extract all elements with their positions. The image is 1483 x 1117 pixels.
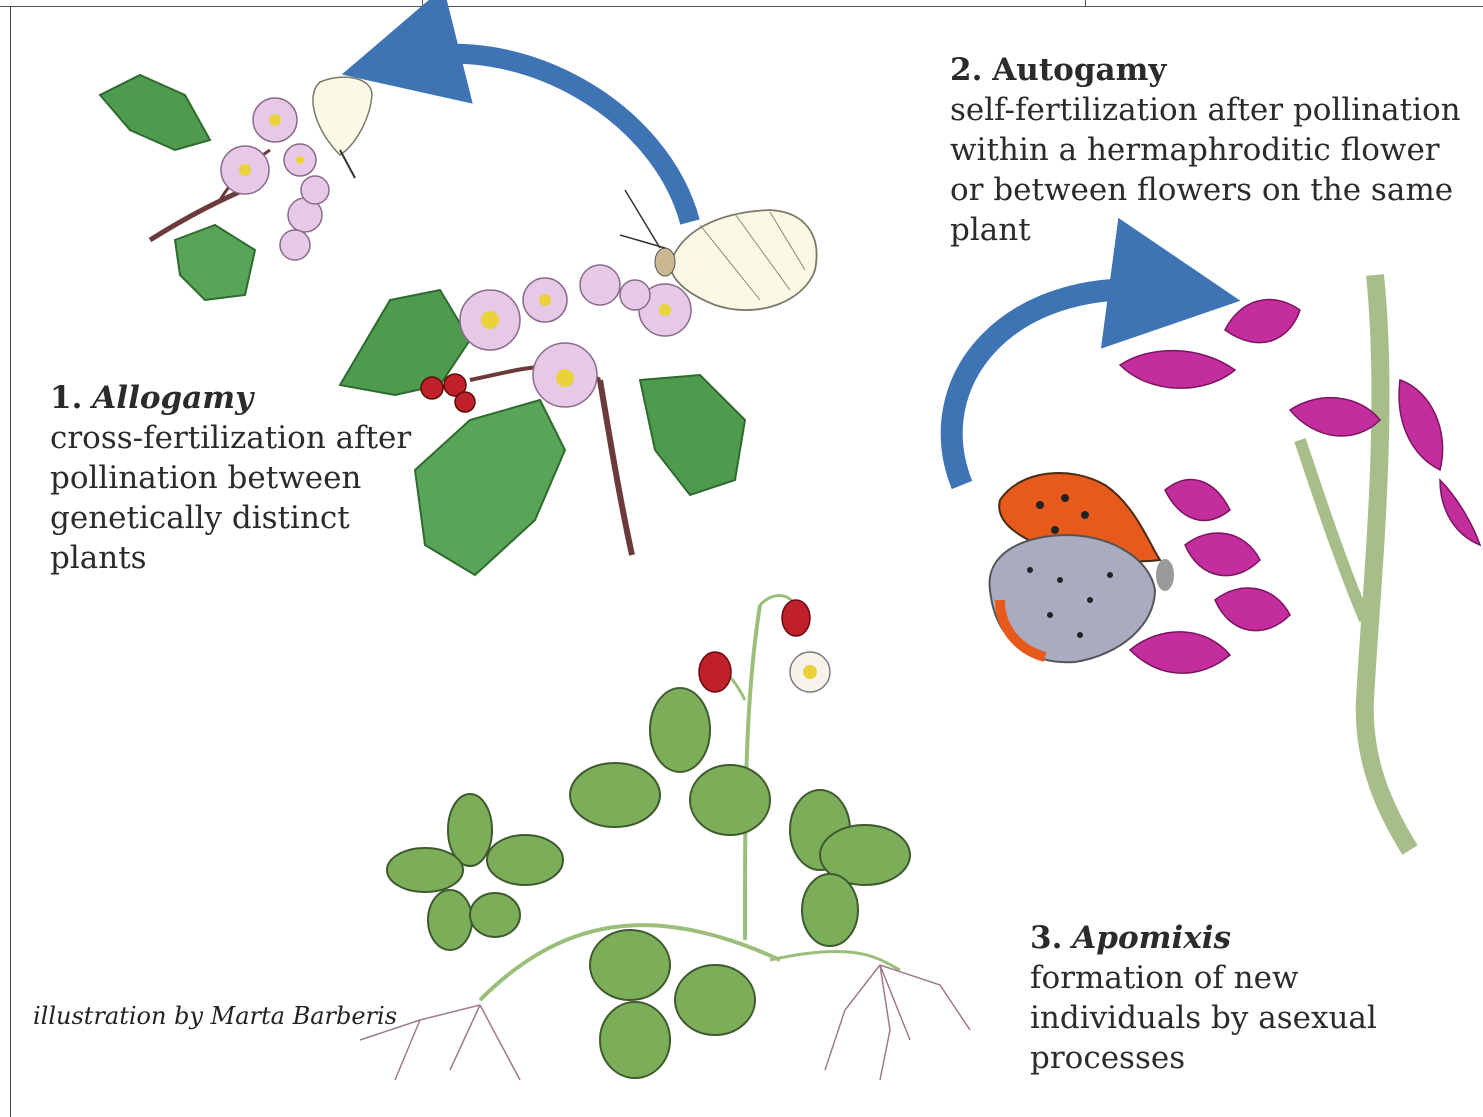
autogamy-line-4: plant <box>950 210 1461 250</box>
allogamy-line-1: cross-fertilization after <box>50 418 411 458</box>
autogamy-arrow <box>952 289 1175 485</box>
illustration-credit: illustration by Marta Barberis <box>33 1002 397 1030</box>
copper-butterfly <box>990 473 1174 662</box>
autogamy-line-2: within a hermaphroditic flower <box>950 130 1461 170</box>
allogamy-line-4: plants <box>50 538 411 578</box>
allogamy-number: 1. <box>50 380 82 416</box>
loosestrife-plant <box>1120 275 1480 850</box>
autogamy-label: 2. Autogamy self-fertilization after pol… <box>950 50 1461 250</box>
allogamy-line-3: genetically distinct <box>50 498 411 538</box>
hawthorn-branch-small <box>100 75 329 300</box>
apomixis-label: 3. Apomixis formation of new individuals… <box>1030 918 1377 1078</box>
strawberry-plant <box>360 596 970 1080</box>
allogamy-label: 1. Allogamy cross-fertilization after po… <box>50 378 411 578</box>
allogamy-term: Allogamy <box>92 380 253 416</box>
apomixis-line-1: formation of new <box>1030 958 1377 998</box>
apomixis-number: 3. <box>1030 920 1062 956</box>
autogamy-number: 2. <box>950 52 982 88</box>
apomixis-term: Apomixis <box>1072 920 1231 956</box>
allogamy-arrow <box>400 54 690 222</box>
allogamy-line-2: pollination between <box>50 458 411 498</box>
apomixis-line-3: processes <box>1030 1038 1377 1078</box>
autogamy-term: Autogamy <box>992 52 1166 88</box>
autogamy-line-3: or between flowers on the same <box>950 170 1461 210</box>
autogamy-line-1: self-fertilization after pollination <box>950 90 1461 130</box>
apomixis-line-2: individuals by asexual <box>1030 998 1377 1038</box>
white-butterfly-small <box>313 77 372 178</box>
